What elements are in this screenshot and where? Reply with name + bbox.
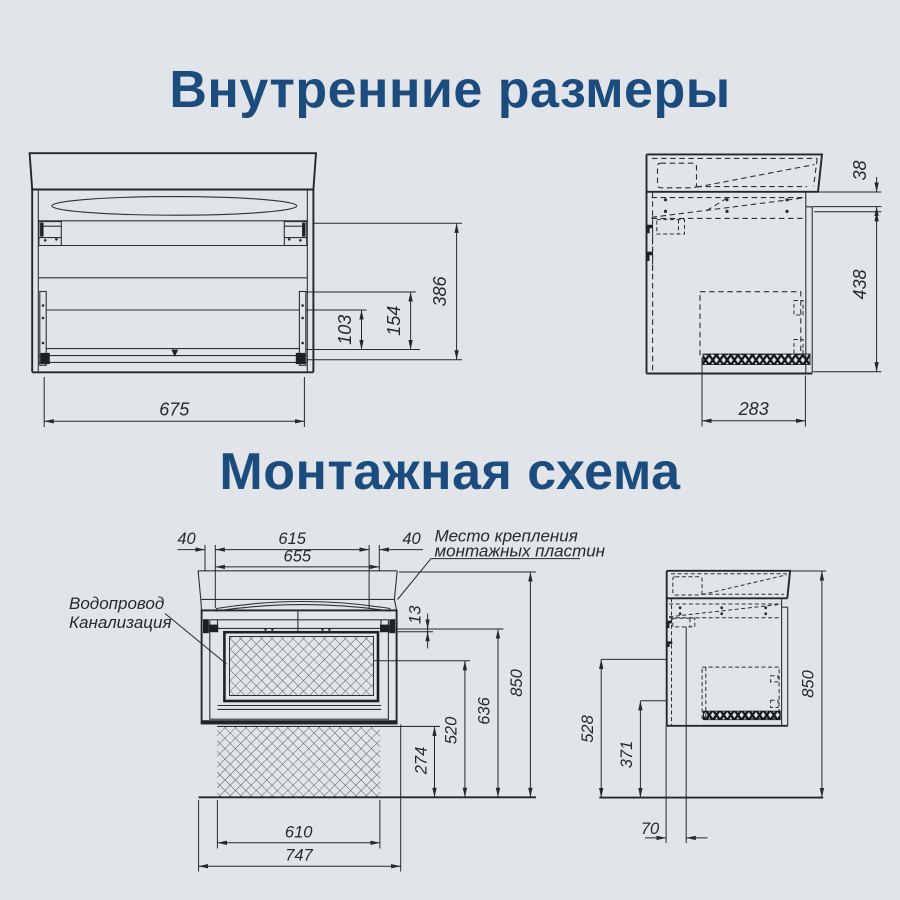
- basin-outline-ellipse: [51, 196, 298, 216]
- hanging-bracket-left: [38, 221, 62, 247]
- page-title-mounting-scheme: Монтажная схема: [219, 443, 681, 501]
- drawer-opening-hatch: [229, 636, 374, 696]
- dim-mf-inner-width: 655: [284, 547, 312, 565]
- dim-mf-overall-width: 747: [285, 847, 313, 865]
- dim-mf-rail-height: 636: [475, 696, 493, 724]
- dim-side-body-height: 438: [850, 269, 870, 299]
- mounting-front-drawing: [197, 570, 536, 799]
- dim-ms-water-height: 528: [579, 714, 597, 742]
- dim-mf-plate-span: 615: [278, 530, 306, 548]
- dim-front-drawer-outer: 154: [384, 306, 404, 336]
- dim-mf-total-height: 850: [508, 668, 526, 696]
- mounting-plate-left: [203, 619, 219, 634]
- dim-side-depth: 283: [738, 399, 769, 419]
- dim-ms-total-height: 850: [800, 669, 818, 697]
- dim-front-width: 675: [159, 400, 190, 420]
- front-view-dimensions: 675 386 154 103: [43, 222, 462, 427]
- dim-mf-offset-right: 40: [402, 530, 421, 548]
- annotation-plumbing: Водопровод Канализация: [69, 594, 227, 665]
- dim-mf-pipe-height: 520: [443, 716, 461, 744]
- front-view-drawing: [28, 152, 318, 374]
- annotation-mounting-plates-leader: [397, 558, 580, 600]
- dim-mf-drain-height: 274: [412, 747, 430, 776]
- dim-side-top-thickness: 38: [850, 160, 870, 180]
- annotation-plumbing-leader: [164, 613, 227, 665]
- mounting-side-drawing: [599, 569, 824, 799]
- side-view-drawing: [645, 153, 824, 375]
- mounting-plate-right: [380, 619, 396, 634]
- annotation-plumbing-line1: Водопровод: [69, 594, 164, 613]
- mounting-front-dimensions: 40 615 40 655 13 850 636 520 274 610: [177, 530, 536, 872]
- dim-front-height: 386: [430, 276, 450, 307]
- drawer-slide-strip: [702, 353, 811, 366]
- dim-ms-wall-offset: 70: [641, 820, 660, 838]
- annotation-mounting-plates-line2: монтажных пластин: [435, 542, 606, 561]
- dim-mf-plate-gap: 13: [406, 605, 424, 624]
- annotation-plumbing-line2: Канализация: [69, 613, 172, 632]
- dim-mf-offset-left: 40: [177, 530, 196, 548]
- annotation-mounting-plates-line1: Место крепления: [435, 527, 578, 546]
- dim-front-drawer-inner: 103: [335, 315, 355, 345]
- mounting-side-dimensions: 850 528 371 70: [579, 570, 827, 843]
- wall-hatch-area: [217, 726, 381, 798]
- dim-mf-clearance-width: 610: [285, 823, 313, 841]
- drawer-slide-strip-small: [702, 710, 781, 721]
- side-view-dimensions: 38 438 283: [701, 160, 882, 427]
- page-title-internal-dimensions: Внутренние размеры: [169, 61, 731, 119]
- dim-ms-drain-height: 371: [618, 741, 636, 769]
- annotation-mounting-plates: Место крепления монтажных пластин: [397, 527, 606, 600]
- hanging-bracket-right: [283, 221, 308, 247]
